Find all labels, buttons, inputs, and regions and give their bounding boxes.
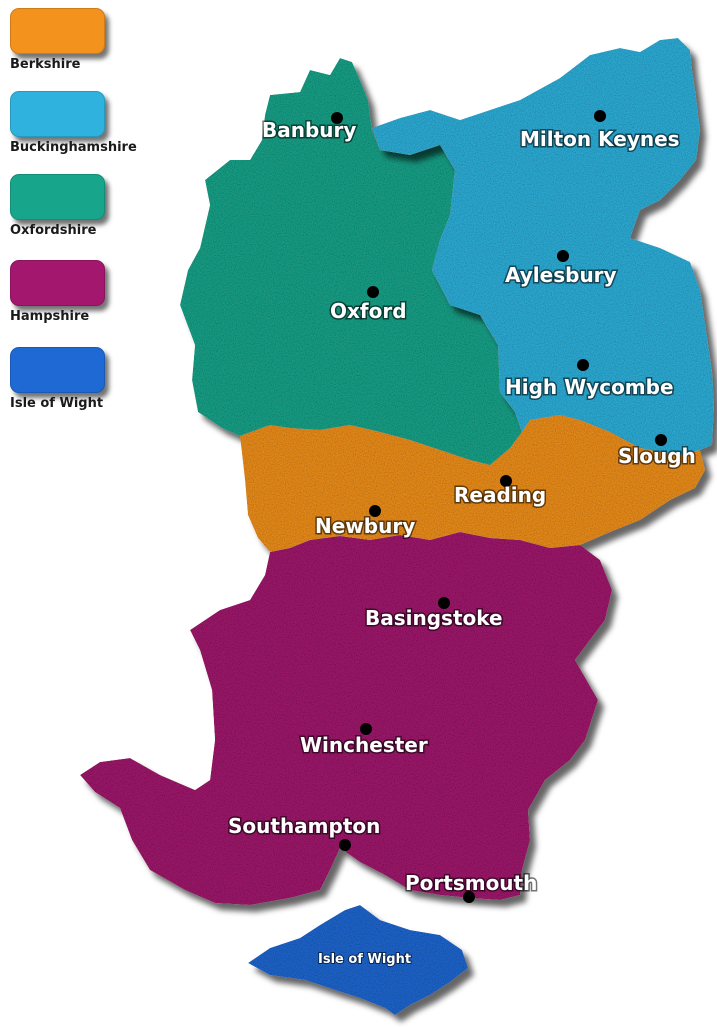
city-label-aylesbury: Aylesbury	[505, 263, 617, 287]
region-oxfordshire	[180, 58, 522, 465]
region-isle-of-wight	[248, 905, 468, 1015]
city-dot-high-wycombe	[577, 359, 589, 371]
legend-item-oxfordshire: Oxfordshire	[10, 174, 180, 238]
legend-item-isle-of-wight: Isle of Wight	[10, 347, 180, 411]
legend-label-buckinghamshire: Buckinghamshire	[10, 140, 137, 155]
city-label-portsmouth: Portsmouth	[405, 871, 537, 895]
city-dot-portsmouth	[463, 891, 475, 903]
legend-swatch-buckinghamshire	[10, 91, 105, 137]
city-label-high-wycombe: High Wycombe	[505, 375, 674, 399]
city-dot-southampton	[339, 839, 351, 851]
region-hampshire	[80, 532, 612, 905]
city-dot-banbury	[331, 112, 343, 124]
city-dot-slough	[655, 434, 667, 446]
legend-label-oxfordshire: Oxfordshire	[10, 223, 97, 238]
legend-label-berkshire: Berkshire	[10, 57, 81, 72]
legend-label-isle-of-wight: Isle of Wight	[10, 396, 104, 411]
region-berkshire	[240, 415, 705, 552]
city-label-southampton: Southampton	[228, 814, 380, 838]
city-dot-winchester	[360, 723, 372, 735]
city-dot-aylesbury	[557, 250, 569, 262]
city-label-oxford: Oxford	[330, 299, 407, 323]
city-label-milton-keynes: Milton Keynes	[520, 127, 680, 151]
city-label-slough: Slough	[618, 444, 696, 468]
legend-swatch-berkshire	[10, 8, 105, 54]
city-dot-newbury	[369, 505, 381, 517]
legend-swatch-hampshire	[10, 260, 105, 306]
city-dot-milton-keynes	[594, 110, 606, 122]
city-label-newbury: Newbury	[315, 514, 415, 538]
city-label-reading: Reading	[454, 483, 546, 507]
city-dot-oxford	[367, 286, 379, 298]
city-dot-reading	[500, 475, 512, 487]
city-label-winchester: Winchester	[300, 733, 428, 757]
map-legend: Berkshire Buckinghamshire Oxfordshire Ha…	[0, 0, 180, 430]
legend-swatch-isle-of-wight	[10, 347, 105, 393]
legend-label-hampshire: Hampshire	[10, 309, 90, 324]
legend-item-buckinghamshire: Buckinghamshire	[10, 91, 180, 155]
region-buckinghamshire	[372, 38, 714, 455]
city-label-basingstoke: Basingstoke	[365, 606, 503, 630]
legend-swatch-oxfordshire	[10, 174, 105, 220]
isle-of-wight-map-label: Isle of Wight	[318, 952, 411, 967]
legend-item-berkshire: Berkshire	[10, 8, 180, 72]
city-label-banbury: Banbury	[262, 118, 356, 142]
legend-item-hampshire: Hampshire	[10, 260, 180, 324]
city-dot-basingstoke	[438, 597, 450, 609]
